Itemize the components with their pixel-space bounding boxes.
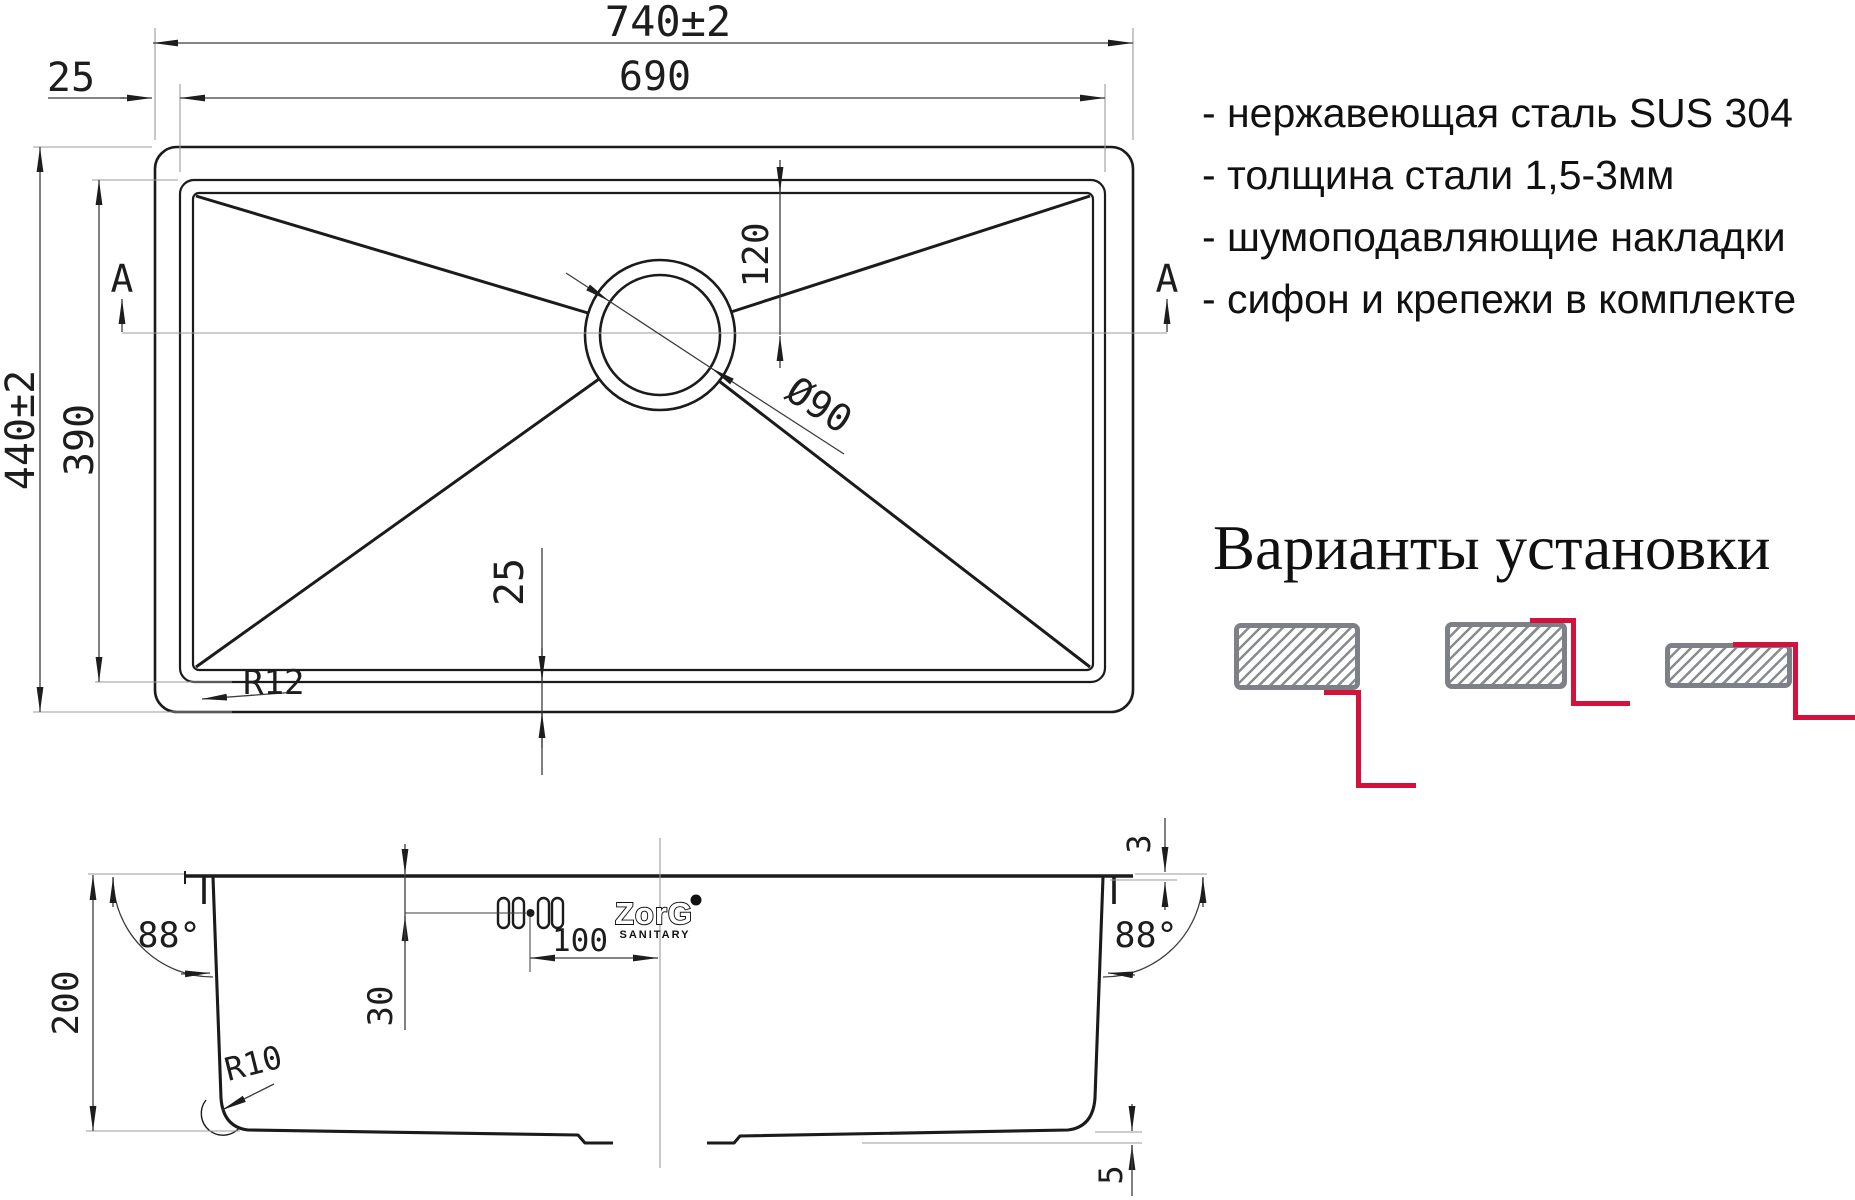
dim-text-height-total: 440±2 xyxy=(0,370,44,490)
slope-line-bottom-left xyxy=(195,377,600,669)
dim-text-angle-right: 88° xyxy=(1114,916,1177,956)
dim-text-height-bowl: 390 xyxy=(57,404,103,476)
feature-item: - сифон и крепежи в комплекте xyxy=(1202,276,1797,322)
dim-text-drain-from-top: 120 xyxy=(736,222,777,287)
section-label-left: A xyxy=(111,257,134,301)
section-extension-lines xyxy=(86,838,1207,1168)
extension-lines xyxy=(33,28,1167,713)
bowl-wall-right xyxy=(707,876,1105,1145)
dim-text-width-bowl: 690 xyxy=(619,54,691,100)
feature-item: - нержавеющая сталь SUS 304 xyxy=(1202,90,1793,136)
dim-text-bottom-radius: R10 xyxy=(221,1038,286,1089)
top-view xyxy=(153,145,1135,714)
drain-hole-circle xyxy=(598,273,722,397)
sink-profile-line-1 xyxy=(1356,690,1361,788)
slope-line-top-left xyxy=(195,194,589,315)
sink-profile-line-3 xyxy=(1793,715,1855,720)
slope-line-top-right xyxy=(730,194,1091,314)
dimension-lines-section xyxy=(89,818,1207,1196)
feature-item: - шумоподавляющие накладки xyxy=(1202,214,1786,260)
countertop-section-3 xyxy=(1665,643,1792,688)
sink-profile-line-2 xyxy=(1530,618,1576,623)
dim-text-holes-to-center: 100 xyxy=(552,923,608,959)
sink-profile-line-2 xyxy=(1571,618,1576,706)
sink-profile-line-2 xyxy=(1571,701,1630,706)
sink-profile-line-1 xyxy=(1324,690,1361,695)
dim-text-holes-from-rim: 30 xyxy=(361,986,401,1027)
dim-arrow-d90-upper xyxy=(565,272,610,302)
brand-logo-dot xyxy=(690,894,702,906)
brand-logo: ZorG SANITARY xyxy=(614,894,702,941)
dim-text-rim-left: 25 xyxy=(47,55,95,101)
installation-options-title: Варианты установки xyxy=(1213,513,1771,583)
dim-text-drain-recess: 5 xyxy=(1092,1165,1130,1184)
countertop-section-1 xyxy=(1234,623,1360,690)
dim-text-angle-left: 88° xyxy=(137,916,200,956)
angle-arrow-left-wall xyxy=(180,970,211,978)
dim-text-corner-radius: R12 xyxy=(243,663,304,703)
dim-text-width-total: 740±2 xyxy=(605,0,731,46)
sink-profile-line-3 xyxy=(1733,642,1798,647)
dim-text-depth: 200 xyxy=(46,970,87,1035)
bowl-outer-outline xyxy=(178,178,1107,684)
sink-profile-line-1 xyxy=(1356,783,1416,788)
section-label-right: A xyxy=(1156,257,1179,301)
drain-flange-circle xyxy=(583,258,737,412)
faucet-hole-slot xyxy=(536,896,551,930)
dim-text-rim-bottom: 25 xyxy=(487,558,533,606)
bowl-wall-left xyxy=(211,876,613,1145)
bowl-inner-outline xyxy=(191,191,1095,672)
dimension-lines-top-view xyxy=(36,39,1171,775)
leader-r12 xyxy=(201,691,297,701)
leader-r10 xyxy=(221,1083,275,1111)
feature-item: - толщина стали 1,5-3мм xyxy=(1202,152,1675,198)
dim-line-d90 xyxy=(608,300,712,369)
angle-arrow-right-wall xyxy=(1107,971,1136,979)
dim-text-steel-thickness: 3 xyxy=(1120,834,1158,853)
countertop-section-2 xyxy=(1445,622,1567,689)
dim-arrow-d90-lower xyxy=(710,367,845,455)
brand-logo-text: ZorG xyxy=(615,896,693,931)
feature-list: - нержавеющая сталь SUS 304 - толщина ст… xyxy=(1202,82,1796,330)
sink-rim-outline xyxy=(153,145,1135,714)
brand-logo-subtitle: SANITARY xyxy=(620,929,691,941)
slope-line-bottom-right xyxy=(718,379,1091,669)
faucet-hole-slot xyxy=(550,896,565,930)
dim-text-drain-diameter: Ø90 xyxy=(778,368,860,442)
sink-profile-line-3 xyxy=(1793,642,1798,720)
faucet-hole-center-dot xyxy=(526,909,535,917)
